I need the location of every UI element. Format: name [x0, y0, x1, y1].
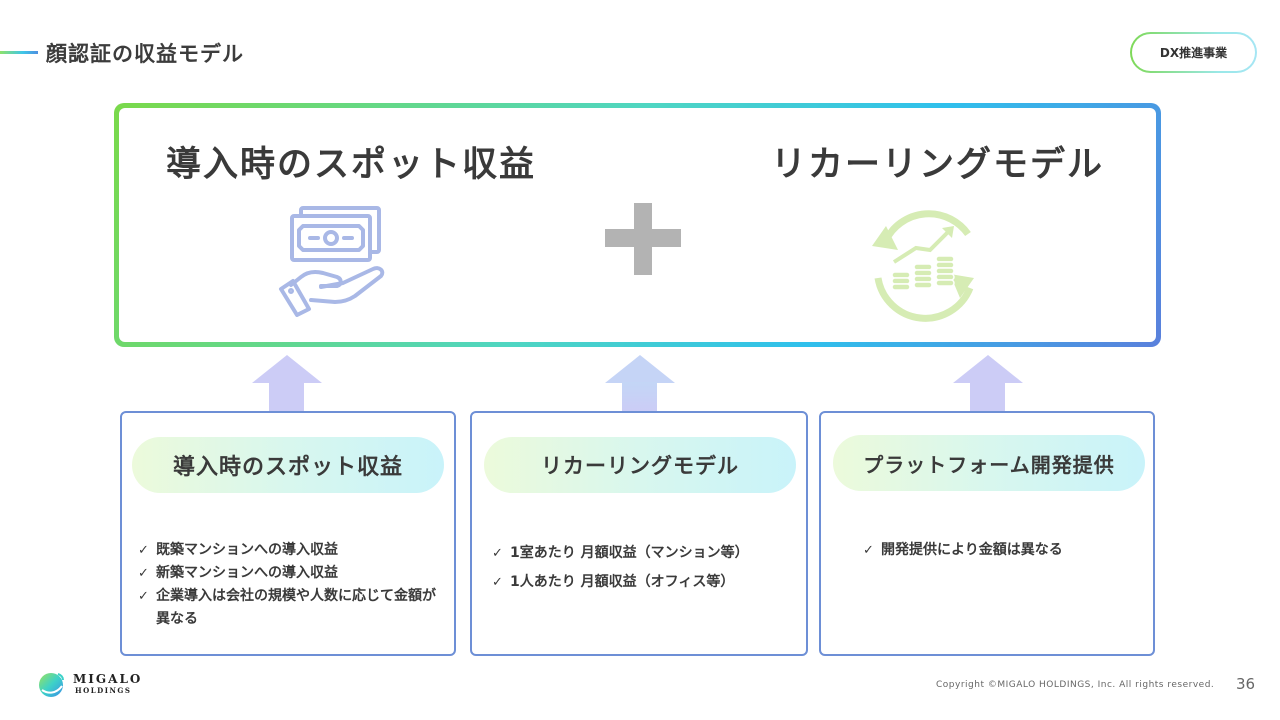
spot-revenue-heading: 導入時のスポット収益 [166, 145, 537, 185]
recurring-model-card: リカーリングモデル ✓1室あたり 月額収益（マンション等） ✓1人あたり 月額収… [470, 411, 808, 656]
spot-revenue-card: 導入時のスポット収益 ✓既築マンションへの導入収益 ✓新築マンションへの導入収益… [120, 411, 456, 656]
plus-icon [605, 203, 681, 279]
list-item: ✓開発提供により金額は異なる [863, 539, 1143, 562]
card-item-list: ✓既築マンションへの導入収益 ✓新築マンションへの導入収益 ✓企業導入は会社の規… [138, 539, 448, 631]
dx-badge-label: DX推進事業 [1132, 34, 1255, 71]
dx-badge: DX推進事業 [1130, 32, 1257, 73]
check-icon: ✓ [492, 575, 503, 590]
list-item: ✓1人あたり 月額収益（オフィス等） [492, 568, 802, 597]
company-logo: MIGALO HOLDINGS [38, 670, 142, 698]
check-icon: ✓ [138, 566, 149, 581]
logo-subname: HOLDINGS [75, 686, 132, 695]
title-accent-line [0, 51, 38, 54]
up-arrow-icon [252, 355, 322, 413]
logo-name: MIGALO [73, 672, 143, 686]
card-item-list: ✓1室あたり 月額収益（マンション等） ✓1人あたり 月額収益（オフィス等） [492, 539, 802, 597]
list-item: ✓既築マンションへの導入収益 [138, 539, 448, 562]
check-icon: ✓ [138, 543, 149, 558]
copyright-text: Copyright ©MIGALO HOLDINGS, Inc. All rig… [936, 680, 1215, 690]
list-item: ✓企業導入は会社の規模や人数に応じて金額が異なる [138, 585, 438, 631]
card-title: プラットフォーム開発提供 [833, 435, 1145, 491]
revenue-summary-box: 導入時のスポット収益 リカーリングモデル [114, 103, 1161, 347]
platform-development-card: プラットフォーム開発提供 ✓開発提供により金額は異なる [819, 411, 1155, 656]
list-item: ✓1室あたり 月額収益（マンション等） [492, 539, 802, 568]
up-arrow-icon [605, 355, 675, 413]
card-title: リカーリングモデル [484, 437, 796, 493]
card-title: 導入時のスポット収益 [132, 437, 444, 493]
recurring-revenue-icon [872, 210, 974, 322]
card-item-list: ✓開発提供により金額は異なる [863, 539, 1143, 562]
hand-with-money-icon [279, 206, 385, 317]
page-title: 顔認証の収益モデル [46, 42, 244, 66]
page-number: 36 [1236, 675, 1256, 693]
recurring-model-heading: リカーリングモデル [771, 145, 1105, 185]
check-icon: ✓ [863, 543, 874, 558]
check-icon: ✓ [138, 589, 149, 604]
migalo-logo-icon [39, 673, 64, 697]
check-icon: ✓ [492, 546, 503, 561]
list-item: ✓新築マンションへの導入収益 [138, 562, 448, 585]
up-arrow-icon [953, 355, 1023, 413]
